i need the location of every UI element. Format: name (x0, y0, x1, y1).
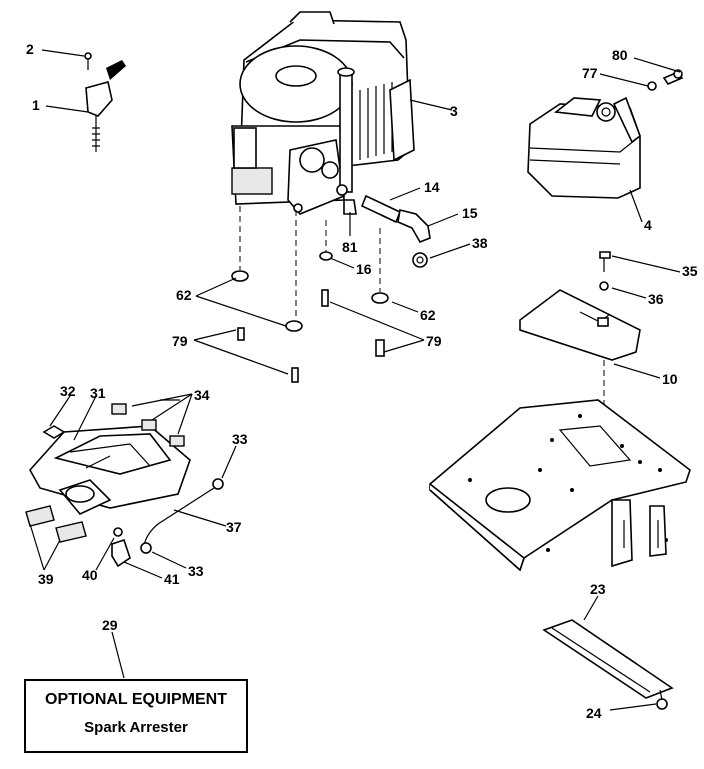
label-2: 2 (26, 41, 34, 57)
label-23: 23 (590, 581, 606, 597)
label-37: 37 (226, 519, 242, 535)
label-80: 80 (612, 47, 628, 63)
spark-arrester-label: Spark Arrester (84, 719, 188, 736)
label-4: 4 (644, 217, 652, 233)
label-38: 38 (472, 235, 488, 251)
label-36: 36 (648, 291, 664, 307)
label-77: 77 (582, 65, 598, 81)
label-33-bottom: 33 (188, 563, 204, 579)
label-15: 15 (462, 205, 478, 221)
label-10: 10 (662, 371, 678, 387)
label-34: 34 (194, 387, 210, 403)
label-39: 39 (38, 571, 54, 587)
label-14: 14 (424, 179, 440, 195)
optional-equipment-title: OPTIONAL EQUIPMENT (45, 691, 227, 708)
callout-labels: 2 1 3 80 77 4 14 15 38 81 16 62 62 79 79… (26, 41, 698, 721)
optional-equipment-box: OPTIONAL EQUIPMENT Spark Arrester (24, 679, 248, 753)
label-79-right: 79 (426, 333, 442, 349)
fuel-fittings (343, 194, 431, 268)
air-cleaner (25, 399, 191, 543)
label-62-left: 62 (176, 287, 192, 303)
frame-plate (429, 399, 691, 572)
label-3: 3 (450, 103, 458, 119)
label-24: 24 (586, 705, 602, 721)
label-62-right: 62 (420, 307, 436, 323)
throttle-control (84, 52, 126, 152)
leader-lines (29, 49, 681, 711)
label-41: 41 (164, 571, 180, 587)
label-81: 81 (342, 239, 358, 255)
label-16: 16 (356, 261, 372, 277)
label-32: 32 (60, 383, 76, 399)
muffler (527, 69, 684, 199)
label-35: 35 (682, 263, 698, 279)
bracket (542, 619, 674, 710)
engine (231, 11, 415, 215)
label-31: 31 (90, 385, 106, 401)
label-1: 1 (32, 97, 40, 113)
mounting-hardware (193, 206, 425, 383)
label-29: 29 (102, 617, 118, 633)
heat-shield (519, 251, 641, 430)
label-33-top: 33 (232, 431, 248, 447)
label-79-left: 79 (172, 333, 188, 349)
label-40: 40 (82, 567, 98, 583)
